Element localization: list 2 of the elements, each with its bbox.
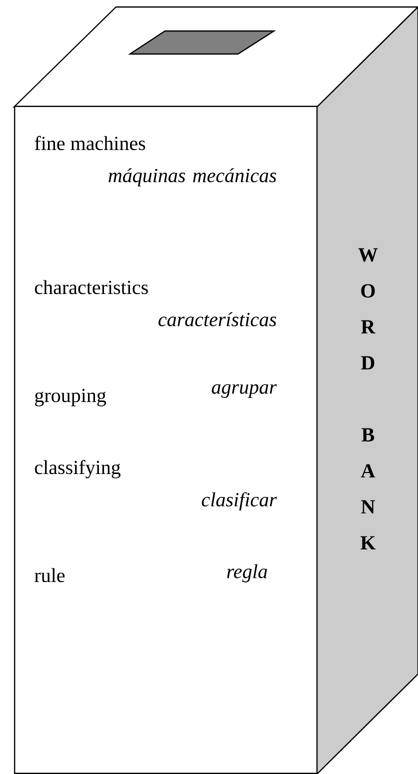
side-face: WORD BANK <box>316 6 418 774</box>
front-face: fine machines máquinas mecánicas characteristics características grouping agrupar classifying clasificar rule regla <box>14 106 318 774</box>
